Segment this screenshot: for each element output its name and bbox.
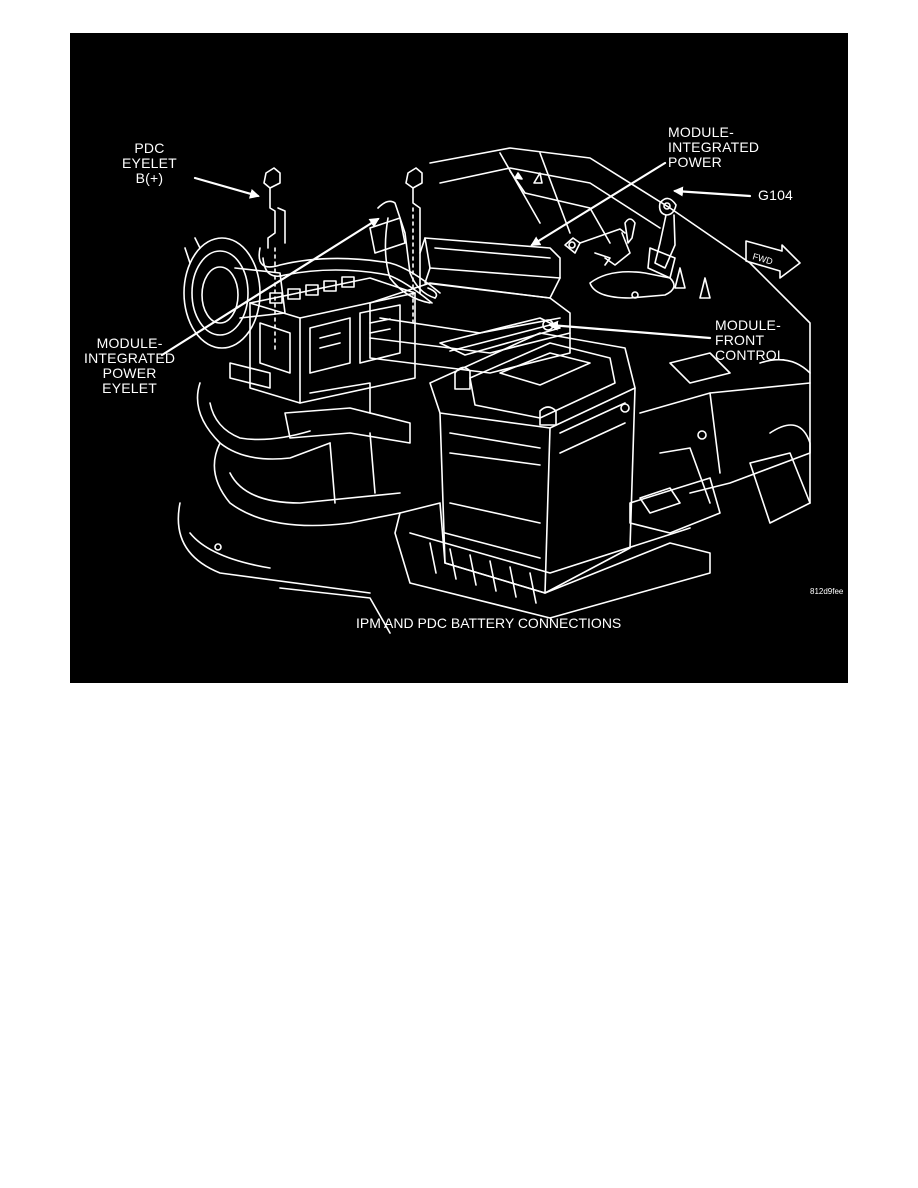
battery <box>429 332 636 594</box>
intake-hoses <box>177 382 411 634</box>
label-fcm-line1: MODULE- <box>715 317 781 333</box>
label-pdc-eyelet-line2: EYELET <box>122 155 177 171</box>
label-fcm-line2: FRONT <box>715 332 765 348</box>
label-ipm-top-line1: MODULE- <box>668 124 734 140</box>
label-ipm-top: MODULE- INTEGRATED POWER <box>668 125 759 170</box>
g104-ground <box>564 197 677 279</box>
arrow-fcm <box>548 320 712 340</box>
label-ipm-eyelet-line4: EYELET <box>102 380 158 396</box>
label-ipm-top-line3: POWER <box>668 154 722 170</box>
label-ipm-eyelet-line1: MODULE- <box>96 335 163 351</box>
arrow-ipm-eyelet <box>160 217 380 357</box>
label-g104: G104 <box>758 187 794 203</box>
label-fcm: MODULE- FRONT CONTROL <box>715 318 785 363</box>
label-fcm-line3: CONTROL <box>715 347 785 363</box>
figure-caption: IPM AND PDC BATTERY CONNECTIONS <box>356 615 622 631</box>
engine-compartment-illustration: FWD <box>160 147 811 634</box>
diagram-figure: FWD PDC EYELET B(+) MODULE- INTEGRATED P… <box>70 33 848 683</box>
label-ipm-eyelet: MODULE- INTEGRATED POWER EYELET <box>84 336 175 396</box>
label-pdc-eyelet-line3: B(+) <box>135 170 164 186</box>
arrow-ipm-top <box>530 161 667 247</box>
label-pdc-eyelet: PDC EYELET B(+) <box>122 141 177 186</box>
label-ipm-eyelet-line2: INTEGRATED <box>84 350 176 366</box>
label-pdc-eyelet-line1: PDC <box>134 140 165 156</box>
arrow-g104 <box>673 186 752 198</box>
frame-rail-right <box>620 352 811 524</box>
label-ipm-eyelet-line3: POWER <box>102 365 157 381</box>
fwd-arrow-icon <box>745 240 801 279</box>
fcm-module <box>439 317 561 356</box>
label-ipm-top-line2: INTEGRATED <box>668 139 760 155</box>
battery-tray <box>394 477 721 619</box>
callout-arrows <box>160 161 752 357</box>
arrow-pdc-eyelet <box>193 176 260 199</box>
ipm-module <box>369 237 571 374</box>
image-code: 812d9fee <box>810 587 844 596</box>
